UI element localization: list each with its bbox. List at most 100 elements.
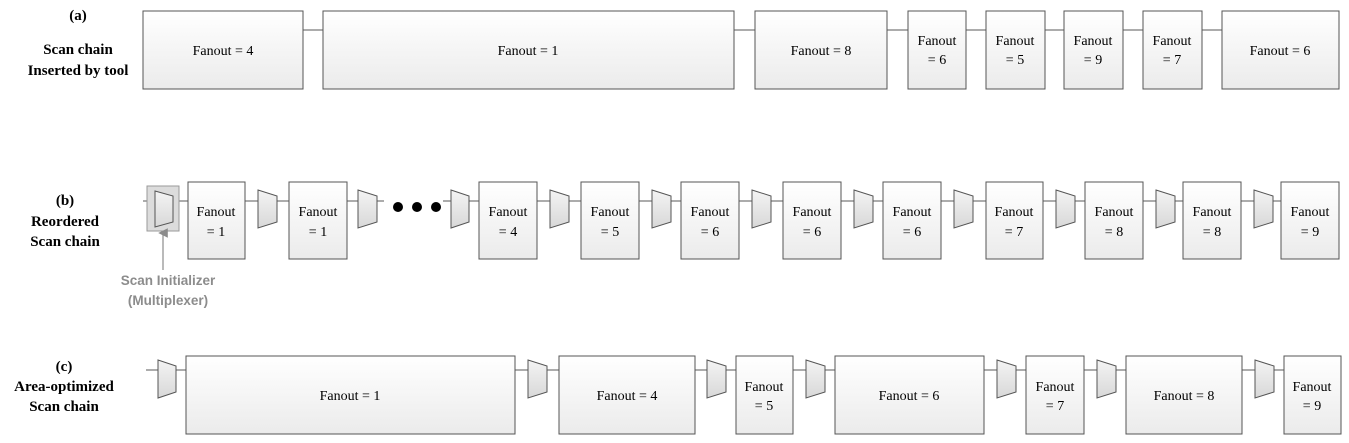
row-b-block-3-text-1: Fanout	[489, 205, 528, 220]
row-b-block-2: Fanout = 1	[288, 181, 348, 260]
row-b-mux-11	[1253, 189, 1274, 229]
row-b-block-5: Fanout = 6	[680, 181, 740, 260]
row-b-mux-7	[853, 189, 874, 229]
row-a-block-6: Fanout = 9	[1063, 10, 1124, 90]
row-c-mux-1	[157, 359, 177, 399]
row-b-block-8-text-2: = 7	[1005, 225, 1023, 240]
row-b: (b) Reordered Scan chain Sc	[30, 181, 1340, 308]
row-c: (c) Area-optimized Scan chain Fanout = 1	[14, 355, 1342, 435]
row-a-block-5: Fanout = 5	[985, 10, 1046, 90]
row-b-block-9-text-1: Fanout	[1095, 205, 1134, 220]
row-c-label-line2: Scan chain	[29, 399, 99, 415]
row-a-block-1: Fanout = 4	[142, 10, 304, 90]
ellipsis-dot-3	[431, 202, 441, 212]
row-c-block-5-text-2: = 7	[1046, 399, 1064, 414]
row-c-block-1-text: Fanout = 1	[320, 389, 381, 404]
row-a-block-7-text-1: Fanout	[1153, 34, 1192, 49]
row-b-mux-5	[651, 189, 672, 229]
ellipsis-dot-2	[412, 202, 422, 212]
row-a-block-8-text: Fanout = 6	[1250, 44, 1311, 59]
row-c-block-4: Fanout = 6	[834, 355, 985, 435]
row-c-block-7-text-1: Fanout	[1293, 380, 1332, 395]
row-a-label-line2: Inserted by tool	[28, 63, 129, 79]
row-b-block-5-text-2: = 6	[701, 225, 719, 240]
row-a-block-6-text-2: = 9	[1084, 53, 1102, 68]
row-b-block-3-text-2: = 4	[499, 225, 517, 240]
row-b-block-7: Fanout = 6	[882, 181, 942, 260]
row-a-block-6-text-1: Fanout	[1074, 34, 1113, 49]
row-c-block-6: Fanout = 8	[1125, 355, 1243, 435]
row-b-mux-9	[1055, 189, 1076, 229]
row-b-mux-4	[549, 189, 570, 229]
row-c-mux-3	[706, 359, 727, 399]
row-a-block-2-text: Fanout = 1	[498, 44, 559, 59]
row-b-mux-6	[751, 189, 772, 229]
ellipsis-dot-1	[393, 202, 403, 212]
row-b-block-2-text-1: Fanout	[299, 205, 338, 220]
row-b-block-1-text-2: = 1	[207, 225, 225, 240]
row-a-block-1-text: Fanout = 4	[193, 44, 254, 59]
row-b-block-4: Fanout = 5	[580, 181, 640, 260]
row-a-block-8: Fanout = 6	[1221, 10, 1340, 90]
row-c-mux-7	[1254, 359, 1275, 399]
row-b-block-5-text-1: Fanout	[691, 205, 730, 220]
row-b-block-7-text-2: = 6	[903, 225, 921, 240]
row-b-block-7-text-1: Fanout	[893, 205, 932, 220]
row-b-block-6-text-2: = 6	[803, 225, 821, 240]
row-a-block-5-text-2: = 5	[1006, 53, 1024, 68]
row-a-block-5-text-1: Fanout	[996, 34, 1035, 49]
row-c-block-2: Fanout = 4	[558, 355, 696, 435]
row-c-block-7-text-2: = 9	[1303, 399, 1321, 414]
row-b-block-11-text-2: = 9	[1301, 225, 1319, 240]
row-a-block-7: Fanout = 7	[1142, 10, 1203, 90]
row-a-block-4-text-2: = 6	[928, 53, 946, 68]
row-c-label-letter: (c)	[56, 359, 73, 375]
row-b-label-line2: Scan chain	[30, 234, 100, 250]
row-b-mux-10	[1155, 189, 1176, 229]
row-a: (a) Scan chain Inserted by tool Fanout =…	[28, 8, 1340, 90]
row-b-block-11: Fanout = 9	[1280, 181, 1340, 260]
row-b-block-8: Fanout = 7	[985, 181, 1044, 260]
row-c-block-4-text: Fanout = 6	[879, 389, 940, 404]
row-c-block-5-text-1: Fanout	[1036, 380, 1075, 395]
row-a-block-3-text: Fanout = 8	[791, 44, 852, 59]
row-c-block-1: Fanout = 1	[185, 355, 516, 435]
row-a-block-4: Fanout = 6	[907, 10, 967, 90]
row-c-block-3-text-2: = 5	[755, 399, 773, 414]
row-b-block-8-text-1: Fanout	[995, 205, 1034, 220]
row-a-block-4-text-1: Fanout	[918, 34, 957, 49]
row-c-mux-4	[805, 359, 826, 399]
scan-initializer-mux	[146, 185, 180, 232]
row-b-block-1-text-1: Fanout	[197, 205, 236, 220]
row-c-block-3: Fanout = 5	[735, 355, 794, 435]
row-b-mux-8	[953, 189, 974, 229]
row-b-block-9: Fanout = 8	[1084, 181, 1144, 260]
row-b-block-11-text-1: Fanout	[1291, 205, 1330, 220]
row-b-block-6-text-1: Fanout	[793, 205, 832, 220]
row-c-block-5: Fanout = 7	[1025, 355, 1085, 435]
row-a-label-letter: (a)	[69, 8, 87, 24]
row-b-mux-2	[357, 189, 378, 229]
row-c-mux-2	[527, 359, 548, 399]
row-c-block-6-text: Fanout = 8	[1154, 389, 1215, 404]
row-c-block-2-text: Fanout = 4	[597, 389, 658, 404]
row-c-label-line1: Area-optimized	[14, 379, 114, 395]
row-b-block-6: Fanout = 6	[782, 181, 842, 260]
row-b-block-9-text-2: = 8	[1105, 225, 1123, 240]
row-b-mux-1	[257, 189, 278, 229]
row-a-block-3: Fanout = 8	[754, 10, 888, 90]
row-a-block-7-text-2: = 7	[1163, 53, 1181, 68]
row-b-block-2-text-2: = 1	[309, 225, 327, 240]
initializer-label-line2: (Multiplexer)	[128, 293, 208, 308]
row-c-block-7: Fanout = 9	[1283, 355, 1342, 435]
row-c-block-3-text-1: Fanout	[745, 380, 784, 395]
initializer-label-line1: Scan Initializer	[121, 273, 216, 288]
row-c-mux-5	[996, 359, 1017, 399]
row-c-mux-6	[1096, 359, 1117, 399]
row-b-block-1: Fanout = 1	[187, 181, 246, 260]
row-b-mux-3	[450, 189, 470, 229]
row-b-block-3: Fanout = 4	[478, 181, 538, 260]
row-b-label-letter: (b)	[56, 193, 74, 209]
row-a-label-line1: Scan chain	[43, 42, 113, 58]
row-b-label-line1: Reordered	[31, 214, 100, 230]
